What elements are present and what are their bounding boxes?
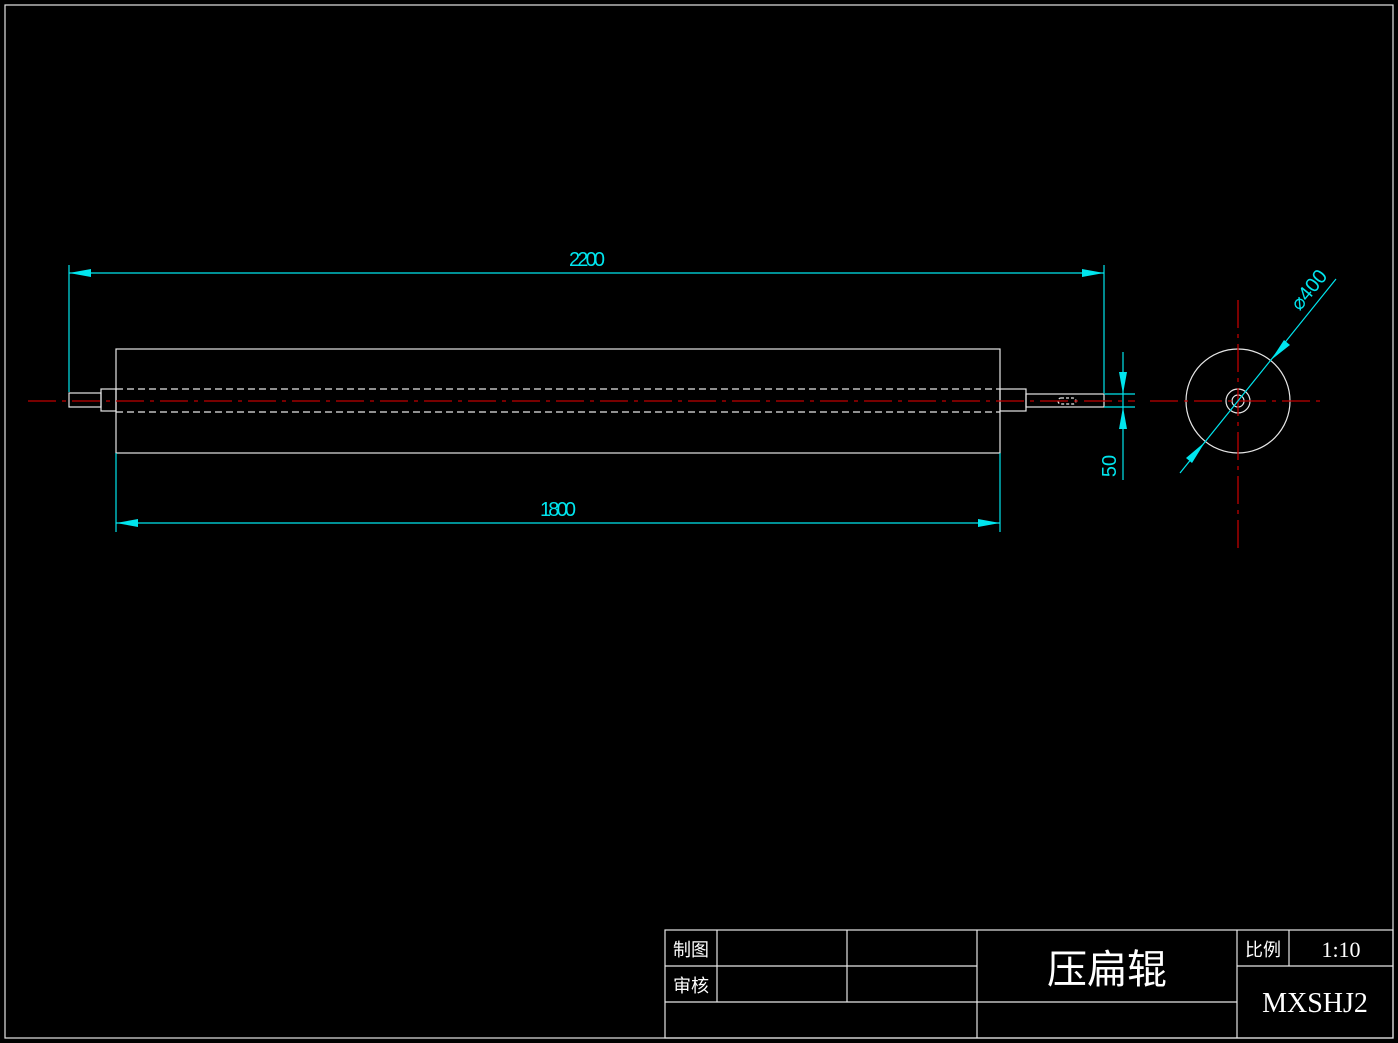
arrow-icon — [1119, 372, 1127, 394]
arrow-icon — [69, 269, 91, 277]
left-shaft-step — [100, 388, 117, 412]
dimension-400-text: ⌀400 — [1286, 266, 1332, 315]
scale-value: 1:10 — [1321, 937, 1360, 962]
left-shaft — [68, 392, 102, 408]
checked-by-label: 审核 — [673, 976, 709, 996]
scale-label: 比例 — [1245, 940, 1281, 960]
arrow-icon — [1186, 442, 1205, 463]
drawing-frame — [4, 4, 1394, 1039]
arrow-icon — [1082, 269, 1104, 277]
dimension-50: 50 — [1099, 352, 1135, 480]
part-name: 压扁辊 — [1047, 947, 1167, 992]
roller-side-view — [28, 348, 1135, 454]
dimension-1800: 1800 — [115, 453, 1001, 532]
arrow-icon — [116, 519, 138, 527]
diameter-leader — [1179, 278, 1337, 474]
right-shaft-step — [999, 388, 1027, 412]
arrow-icon — [1119, 407, 1127, 429]
drawing-number: MXSHJ2 — [1262, 988, 1368, 1019]
drawn-by-label: 制图 — [673, 940, 709, 960]
title-block: 制图 审核 压扁辊 比例 1:10 MXSHJ2 — [664, 929, 1394, 1039]
arrow-icon — [978, 519, 1000, 527]
dimension-50-text: 50 — [1099, 455, 1121, 477]
arrow-icon — [1271, 340, 1290, 360]
roller-end-view: ⌀400 — [1150, 266, 1337, 552]
dimension-1800-text: 1800 — [540, 499, 576, 521]
dimension-2200: 2200 — [68, 249, 1105, 393]
dimension-2200-text: 2200 — [569, 249, 605, 271]
